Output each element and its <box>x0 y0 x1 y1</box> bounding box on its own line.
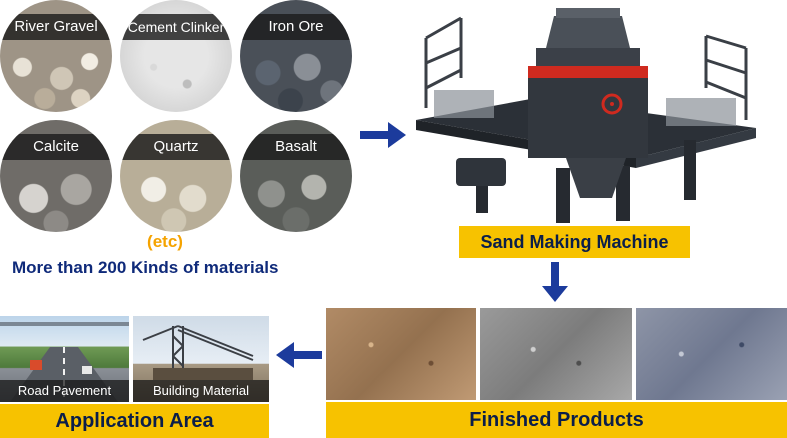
material-label: Calcite <box>0 134 112 160</box>
material-calcite: Calcite <box>0 120 112 232</box>
materials-note: More than 200 Kinds of materials <box>12 258 279 277</box>
material-label: Quartz <box>120 134 232 160</box>
finished-product-sand-1 <box>326 308 476 400</box>
material-river-gravel: River Gravel <box>0 0 112 112</box>
arrow-right-icon <box>360 122 406 148</box>
material-cement-clinker: Cement Clinker <box>120 0 232 112</box>
crane-icon <box>142 325 254 380</box>
arrow-down-icon <box>542 262 568 302</box>
application-caption: Road Pavement <box>0 380 129 402</box>
application-road-pavement-photo: Road Pavement <box>0 316 129 402</box>
machine-label: Sand Making Machine <box>459 226 690 258</box>
material-label: Basalt <box>240 134 352 160</box>
finished-product-sand-2 <box>480 308 632 400</box>
finished-product-sand-3 <box>636 308 787 400</box>
etc-text: (etc) <box>147 232 183 251</box>
sand-making-machine-icon <box>416 8 756 223</box>
material-label: Cement Clinker <box>120 14 232 40</box>
application-caption: Building Material <box>133 380 269 402</box>
material-quartz: Quartz <box>120 120 232 232</box>
application-area-label: Application Area <box>0 404 269 438</box>
material-iron-ore: Iron Ore <box>240 0 352 112</box>
finished-products-label: Finished Products <box>326 402 787 438</box>
material-label: Iron Ore <box>240 14 352 40</box>
material-label: River Gravel <box>0 14 112 40</box>
material-basalt: Basalt <box>240 120 352 232</box>
arrow-left-icon <box>276 342 322 368</box>
application-building-material-photo: Building Material <box>133 316 269 402</box>
